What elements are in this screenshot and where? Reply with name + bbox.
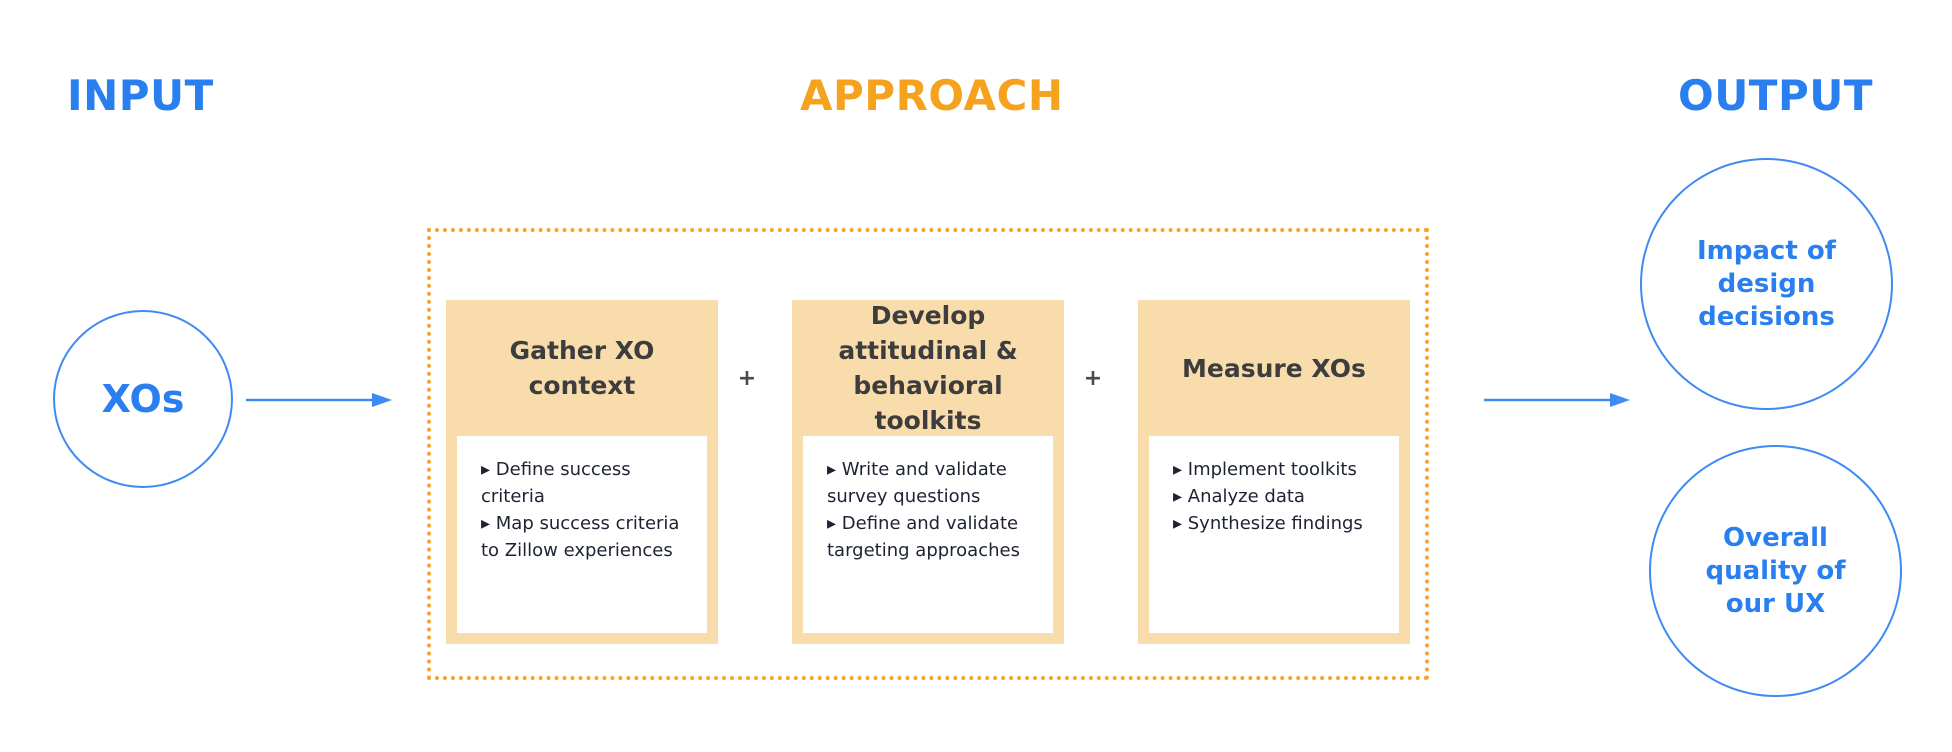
step-title: Gather XO context	[509, 336, 655, 400]
list-item: ▸ Synthesize findings	[1173, 513, 1363, 534]
plus-connector: +	[1083, 366, 1103, 391]
list-item: ▸ Define and validate targeting approach…	[827, 513, 1020, 561]
output-node-label: Impact of design decisions	[1697, 235, 1836, 332]
list-item: ▸ Define success criteria	[481, 459, 631, 507]
step-bullet-list: ▸ Define success criteria ▸ Map success …	[457, 436, 707, 633]
approach-step-develop-toolkits: Develop attitudinal & behavioral toolkit…	[792, 300, 1064, 644]
output-node-impact: Impact of design decisions	[1640, 158, 1893, 410]
step-bullet-list: ▸ Write and validate survey questions ▸ …	[803, 436, 1053, 633]
input-node-label: XOs	[101, 377, 185, 421]
list-item: ▸ Implement toolkits	[1173, 459, 1357, 480]
approach-frame	[427, 228, 1429, 680]
step-title: Develop attitudinal & behavioral toolkit…	[838, 301, 1018, 435]
approach-step-gather-context: Gather XO context ▸ Define success crite…	[446, 300, 718, 644]
list-item: ▸ Write and validate survey questions	[827, 459, 1007, 507]
output-node-label: Overall quality of our UX	[1705, 522, 1846, 619]
input-node-xos: XOs	[53, 310, 233, 488]
input-heading: INPUT	[67, 71, 214, 120]
approach-step-measure-xos: Measure XOs ▸ Implement toolkits ▸ Analy…	[1138, 300, 1410, 644]
step-bullet-list: ▸ Implement toolkits ▸ Analyze data ▸ Sy…	[1149, 436, 1399, 633]
output-arrow-icon	[1484, 393, 1630, 407]
output-node-ux-quality: Overall quality of our UX	[1649, 445, 1902, 697]
list-item: ▸ Map success criteria to Zillow experie…	[481, 513, 680, 561]
input-arrow-icon	[246, 393, 392, 407]
list-item: ▸ Analyze data	[1173, 486, 1305, 507]
plus-connector: +	[737, 366, 757, 391]
output-heading: OUTPUT	[1678, 71, 1873, 120]
approach-heading: APPROACH	[800, 71, 1064, 120]
step-title: Measure XOs	[1182, 353, 1366, 383]
